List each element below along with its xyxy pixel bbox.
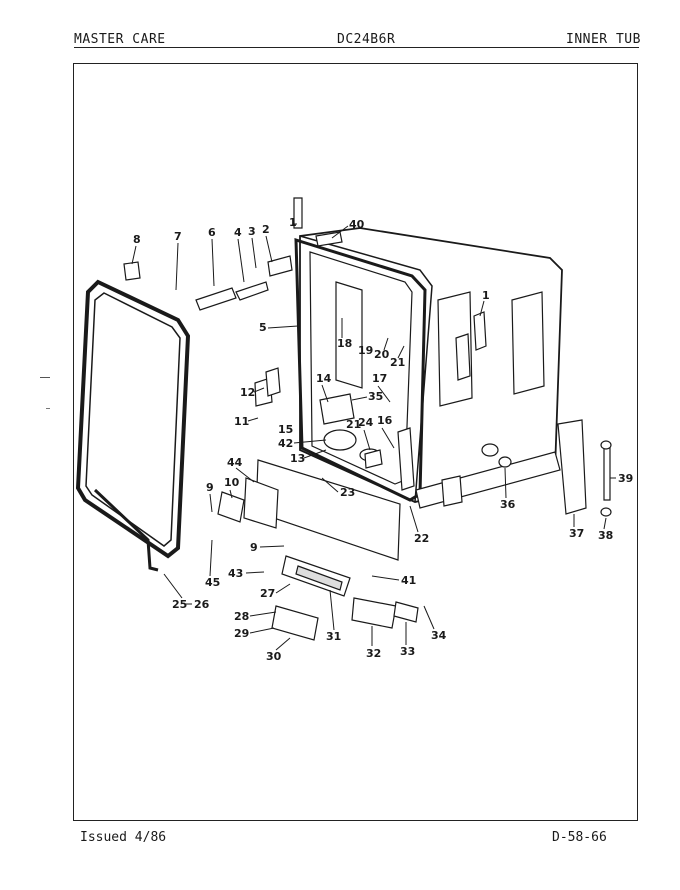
callout-38: 38 [598,529,613,542]
inner-tub [294,227,563,509]
callout-2: 2 [262,223,270,236]
callout-24: 24 [358,416,374,429]
callout-35: 35 [368,390,383,403]
callout-1-top: 1 [289,216,297,229]
callout-23: 23 [340,486,355,499]
footer-issue-date: Issued 4/86 [80,830,167,845]
callout-42: 42 [278,437,293,450]
header-model-number: DC24B6R [337,32,396,47]
callout-labels: 1 40 2 3 4 6 7 8 1 5 18 19 20 21 12 14 3… [131,216,633,663]
callout-37: 37 [569,527,584,540]
callout-13: 13 [290,452,305,465]
door-gasket [75,279,191,572]
callout-1-side: 1 [482,289,490,302]
callout-4: 4 [234,226,242,239]
header-section-title: INNER TUB [566,32,641,47]
callout-32: 32 [366,647,381,660]
callout-7: 7 [174,230,182,243]
header-rule [74,47,639,48]
header-model-brand: MASTER CARE [74,32,166,47]
callout-12: 12 [240,386,255,399]
margin-tick [46,408,50,409]
callout-22: 22 [414,532,429,545]
callout-27: 27 [260,587,275,600]
callout-6: 6 [208,226,216,239]
callout-3: 3 [248,225,256,238]
callout-15: 15 [278,423,293,436]
callout-40: 40 [349,218,365,231]
margin-tick [40,377,50,378]
callout-45: 45 [205,576,220,589]
callout-34: 34 [431,629,447,642]
callout-16: 16 [377,414,393,427]
callout-29: 29 [234,627,249,640]
callout-5: 5 [259,321,267,334]
callout-14: 14 [316,372,332,385]
callout-43: 43 [228,567,243,580]
callout-36: 36 [500,498,516,511]
callout-10: 10 [224,476,240,489]
callout-31: 31 [326,630,341,643]
front-rail-assembly [123,197,612,641]
callout-18: 18 [337,337,352,350]
callout-21-upper: 21 [390,356,405,369]
callout-33: 33 [400,645,415,658]
callout-41: 41 [401,574,416,587]
callout-17: 17 [372,372,387,385]
callout-21-lower: 21 [346,418,361,431]
callout-11: 11 [234,415,249,428]
callout-19: 19 [358,344,373,357]
callout-44: 44 [227,456,243,469]
callout-9-left: 9 [206,481,214,494]
callout-26: 26 [194,598,210,611]
callout-39: 39 [618,472,633,485]
callout-9-lower: 9 [250,541,258,554]
diagram-frame [73,63,638,821]
callout-20: 20 [374,348,390,361]
callout-8: 8 [133,233,141,246]
callout-30: 30 [266,650,282,663]
callout-28: 28 [234,610,249,623]
footer-page-code: D-58-66 [552,830,607,845]
callout-25: 25 [172,598,187,611]
